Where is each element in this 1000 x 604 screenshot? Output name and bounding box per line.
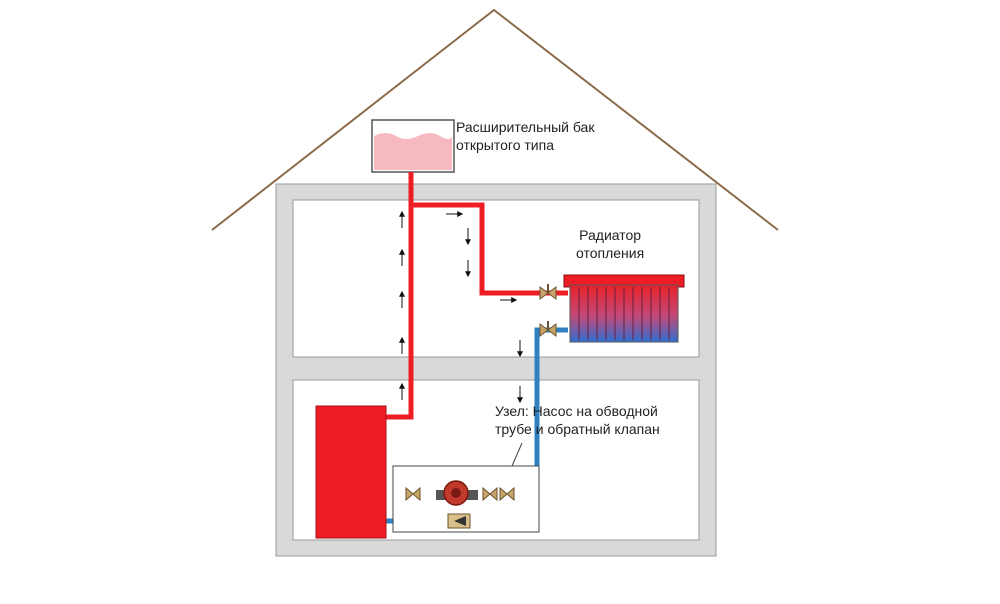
label-expansion-tank: Расширительный бак открытого типа xyxy=(456,118,594,154)
supply-branch xyxy=(411,202,568,296)
valve-icon xyxy=(482,486,498,502)
boiler xyxy=(315,405,387,539)
check-valve-icon xyxy=(447,513,471,529)
valve-icon xyxy=(499,486,515,502)
valve-icon xyxy=(539,321,557,337)
supply-riser xyxy=(386,172,414,420)
label-line: трубе и обратный клапан xyxy=(495,421,660,437)
tank-water xyxy=(374,133,452,170)
house-walls xyxy=(276,184,716,556)
label-line: Узел: Насос на обводной xyxy=(495,403,658,419)
expansion-tank xyxy=(371,119,455,173)
flow-arrows xyxy=(399,210,523,404)
valve-icon xyxy=(405,486,421,502)
valve-icon xyxy=(539,284,557,300)
label-radiator: Радиатор отопления xyxy=(576,226,644,262)
pump-icon xyxy=(436,480,478,506)
label-line: Радиатор xyxy=(579,227,642,243)
roof xyxy=(211,8,779,231)
label-line: открытого типа xyxy=(456,137,554,153)
supply-pipes xyxy=(386,172,568,420)
label-line: отопления xyxy=(576,245,645,261)
label-line: Расширительный бак xyxy=(456,119,595,135)
callout-line xyxy=(511,442,523,467)
radiator xyxy=(563,274,685,343)
label-pump-node: Узел: Насос на обводной трубе и обратный… xyxy=(495,402,660,438)
